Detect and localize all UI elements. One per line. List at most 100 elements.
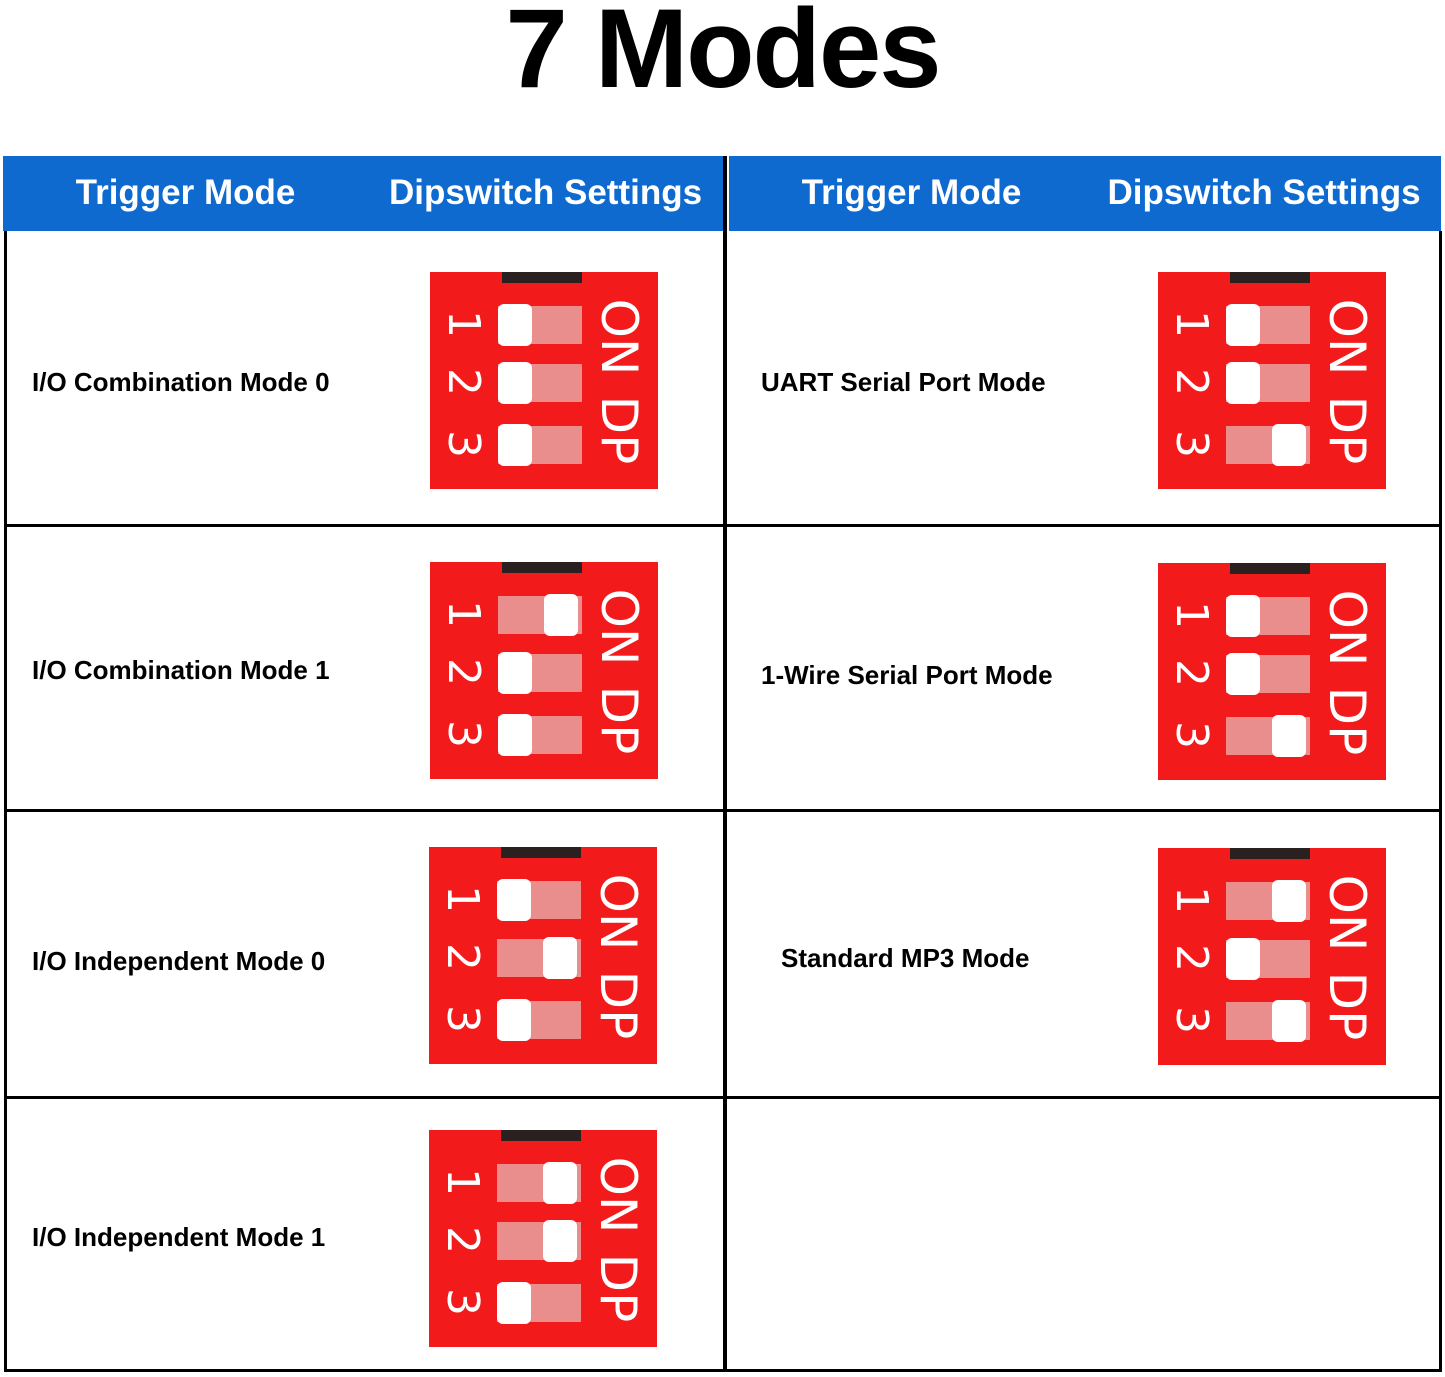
switch-slot — [1226, 304, 1310, 346]
switch-number: 3 — [1166, 430, 1217, 458]
switch-number: 2 — [437, 943, 488, 971]
switch-side-label: ON DP — [1308, 573, 1386, 773]
switch-on-label: ON — [589, 1156, 647, 1234]
header-left: Trigger Mode Dipswitch Settings — [3, 156, 723, 231]
switch-knob — [498, 304, 532, 346]
switch-knob — [543, 1162, 577, 1204]
switch-number: 1 — [437, 885, 488, 913]
mode-label: UART Serial Port Mode — [761, 367, 1046, 397]
switch-side-label: ON DP — [1308, 858, 1386, 1058]
switch-dp-label: DP — [1318, 971, 1376, 1041]
switch-knob — [1226, 653, 1260, 695]
switch-knob — [543, 937, 577, 979]
dip-switch: 1 2 3 ON DP — [1158, 563, 1386, 780]
switch-number: 1 — [1166, 601, 1217, 629]
switch-slot — [1226, 1000, 1310, 1042]
switch-slot — [498, 424, 582, 466]
switch-on-label: ON — [589, 873, 647, 951]
switch-number: 2 — [1166, 368, 1217, 396]
switch-knob — [1272, 1000, 1306, 1042]
table-border — [4, 1369, 1442, 1372]
switch-slot — [498, 304, 582, 346]
header-right: Trigger Mode Dipswitch Settings — [729, 156, 1441, 231]
switch-slot — [498, 362, 582, 404]
switch-side-label: ON DP — [579, 857, 657, 1057]
switch-knob — [544, 594, 578, 636]
switch-number: 3 — [438, 430, 489, 458]
switch-knob — [1226, 938, 1260, 980]
switch-slot — [1226, 938, 1310, 980]
switch-knob — [543, 1220, 577, 1262]
switch-notch — [502, 272, 582, 283]
table-border — [4, 231, 7, 1372]
switch-slot — [1226, 595, 1310, 637]
switch-number: 1 — [438, 600, 489, 628]
switch-knob — [1226, 362, 1260, 404]
switch-number: 3 — [1166, 721, 1217, 749]
switch-number: 2 — [437, 1226, 488, 1254]
switch-slot — [497, 879, 581, 921]
switch-slot — [497, 1162, 581, 1204]
switch-on-label: ON — [1318, 874, 1376, 952]
switch-notch — [1230, 272, 1310, 283]
switch-knob — [1272, 424, 1306, 466]
header-trigger-mode: Trigger Mode — [801, 173, 1022, 212]
switch-slot — [497, 1220, 581, 1262]
switch-knob — [498, 714, 532, 756]
mode-label: I/O Combination Mode 1 — [32, 655, 330, 685]
switch-slot — [497, 1282, 581, 1324]
switch-notch — [1230, 848, 1310, 859]
switch-side-label: ON DP — [580, 572, 658, 772]
switch-notch — [501, 1130, 581, 1141]
switch-slot — [497, 937, 581, 979]
switch-knob — [497, 1282, 531, 1324]
switch-slot — [1226, 653, 1310, 695]
switch-notch — [502, 562, 582, 573]
table-divider — [723, 156, 727, 1372]
header-trigger-mode: Trigger Mode — [75, 173, 296, 212]
switch-slot — [498, 594, 582, 636]
switch-knob — [1226, 595, 1260, 637]
switch-number: 2 — [438, 658, 489, 686]
switch-slot — [1226, 880, 1310, 922]
table-border — [4, 524, 1442, 527]
switch-slot — [1226, 362, 1310, 404]
header-dipswitch-settings: Dipswitch Settings — [388, 173, 703, 212]
mode-label: I/O Independent Mode 0 — [32, 946, 326, 976]
switch-number: 1 — [438, 310, 489, 338]
switch-dp-label: DP — [590, 395, 648, 465]
switch-dp-label: DP — [1318, 686, 1376, 756]
switch-on-label: ON — [1318, 298, 1376, 376]
switch-number: 2 — [1166, 659, 1217, 687]
switch-slot — [1226, 715, 1310, 757]
table-border — [1439, 231, 1442, 1372]
switch-knob — [1272, 715, 1306, 757]
switch-number: 1 — [1166, 310, 1217, 338]
switch-slot — [497, 999, 581, 1041]
switch-number: 1 — [1166, 886, 1217, 914]
mode-label: Standard MP3 Mode — [781, 943, 1030, 973]
switch-knob — [1226, 304, 1260, 346]
switch-number: 1 — [437, 1168, 488, 1196]
mode-label: I/O Combination Mode 0 — [32, 367, 330, 397]
switch-knob — [498, 362, 532, 404]
switch-knob — [1272, 880, 1306, 922]
switch-number: 2 — [438, 368, 489, 396]
switch-number: 3 — [1166, 1006, 1217, 1034]
switch-dp-label: DP — [590, 685, 648, 755]
switch-notch — [1230, 563, 1310, 574]
switch-knob — [498, 652, 532, 694]
table-border — [4, 1096, 1442, 1099]
switch-on-label: ON — [1318, 589, 1376, 667]
switch-dp-label: DP — [589, 970, 647, 1040]
mode-label: I/O Independent Mode 1 — [32, 1222, 326, 1252]
switch-number: 3 — [437, 1005, 488, 1033]
switch-on-label: ON — [590, 588, 648, 666]
